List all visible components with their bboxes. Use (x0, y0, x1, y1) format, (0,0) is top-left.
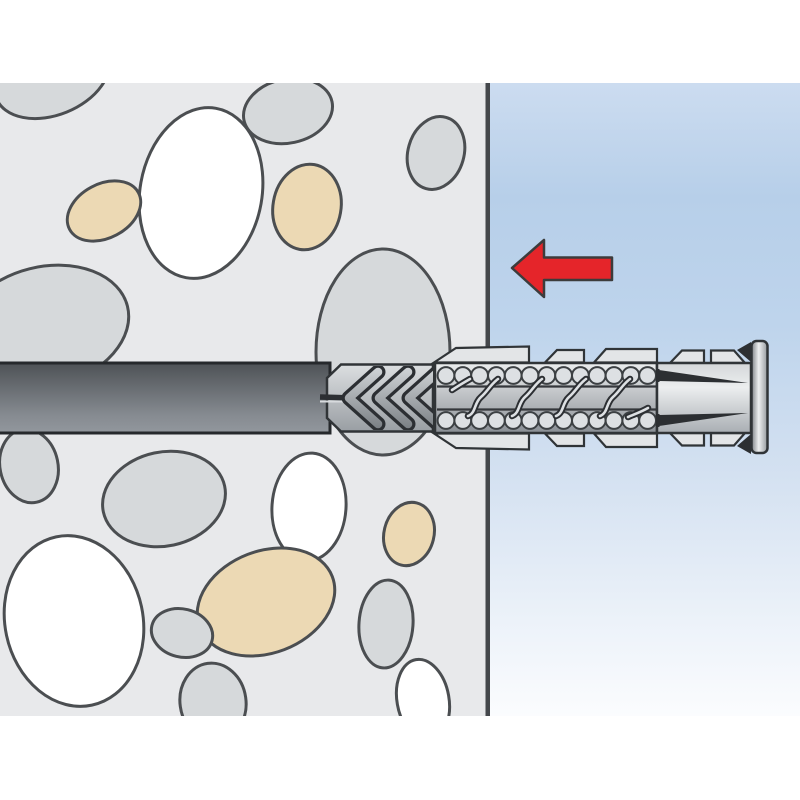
aggregate-stone (241, 83, 335, 146)
aggregate-stone (271, 162, 343, 252)
bead (587, 366, 607, 385)
sleeve-slot-top (659, 370, 748, 383)
plug-sleeve-section (655, 342, 753, 454)
expansion-slit (466, 377, 500, 418)
expansion-slit (510, 377, 544, 418)
expansion-slit (554, 377, 588, 418)
bead (520, 411, 540, 430)
expansion-slits (448, 375, 652, 421)
expansion-slit (450, 377, 472, 392)
sleeve-slot-notch (656, 414, 660, 427)
aggregate-stone (149, 607, 215, 659)
chevron (404, 370, 433, 426)
collar-shadow-top (737, 342, 751, 362)
bead (537, 411, 557, 430)
aggregate-stone (405, 115, 467, 191)
plug-collar (750, 339, 769, 455)
aggregate-stone (2, 534, 146, 708)
bead (503, 366, 523, 385)
bead (604, 411, 624, 430)
drilled-hole (0, 361, 332, 435)
bead (554, 366, 573, 385)
chevron (344, 367, 383, 429)
expansion-slit (598, 377, 632, 418)
aggregate-stone (357, 578, 415, 670)
chevron-group (341, 366, 433, 430)
aggregate-stone (65, 179, 143, 243)
barb-fin-top (591, 347, 659, 364)
aggregate-stone (382, 500, 436, 568)
chevron (374, 367, 413, 429)
collar-shadow-bottom (737, 434, 751, 454)
bead-rows (436, 366, 656, 430)
bead (638, 366, 656, 385)
sleeve-slot-notch (656, 369, 660, 382)
sleeve-slot-bottom (659, 413, 748, 426)
bead (571, 411, 590, 430)
bead (436, 366, 456, 385)
bead (470, 366, 490, 385)
expansion-slit (626, 406, 650, 419)
bead (487, 411, 506, 430)
aggregate-stone (178, 661, 248, 716)
aggregate-stone (137, 106, 265, 280)
wall-plug (319, 339, 769, 455)
hole-bore (0, 361, 332, 435)
aggregate-stone (394, 657, 452, 716)
aggregate-stone (0, 83, 112, 121)
barb-fin-bottom (591, 432, 659, 449)
aggregate-stone (101, 449, 227, 549)
plug-tip-section (319, 363, 435, 433)
bead (604, 366, 624, 385)
plug-expansion-section (430, 345, 659, 451)
bead (436, 411, 456, 430)
direction-arrow-icon (510, 238, 614, 299)
